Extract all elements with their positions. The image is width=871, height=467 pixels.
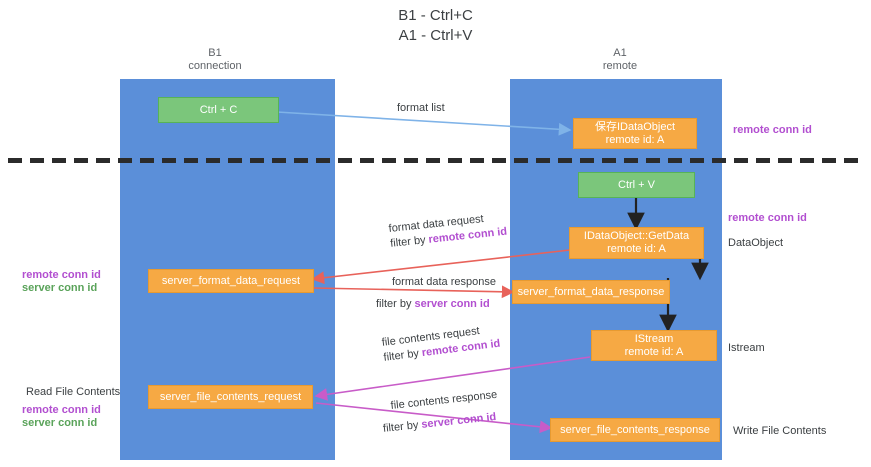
edge-label-format-data-request-group: format data request filter by remote con…: [388, 210, 508, 251]
server-format-data-response-box[interactable]: server_format_data_response: [512, 280, 670, 304]
annotation-write-file-contents: Write File Contents: [733, 425, 827, 437]
store-idataobject-box[interactable]: 保存IDataObject remote id: A: [573, 118, 697, 149]
filter-key-server-conn-id: server conn id: [420, 411, 497, 431]
idataobject-getdata-box[interactable]: IDataObject::GetData remote id: A: [569, 227, 704, 259]
filter-prefix: filter by: [382, 347, 423, 364]
edge-label-file-contents-response: file contents response: [390, 388, 498, 412]
annotation-remote-conn-id-top: remote conn id: [733, 124, 812, 136]
annotation-left-remote-conn-id-2: remote conn id: [22, 404, 101, 416]
lane-header-a1: A1 remote: [602, 47, 638, 72]
edge-filter-file-contents-response: filter by server conn id: [382, 410, 500, 436]
annotation-istream: Istream: [728, 342, 765, 354]
annotation-left-server-conn-id: server conn id: [22, 282, 98, 294]
edge-label-file-contents-response-group: file contents response filter by server …: [382, 388, 500, 435]
ctrl-v-box[interactable]: Ctrl + V: [578, 172, 695, 198]
edge-label-format-data-response: format data response: [392, 276, 496, 288]
edge-label-file-contents-request-group: file contents request filter by remote c…: [381, 322, 501, 365]
phase-divider: [8, 158, 866, 163]
edge-label-format-data-response-group: format data response filter by server co…: [376, 275, 496, 311]
edge-filter-format-data-response: filter by server conn id: [376, 297, 496, 311]
annotation-read-file-contents: Read File Contents: [26, 386, 121, 398]
server-format-data-request-box[interactable]: server_format_data_request: [148, 269, 314, 293]
filter-prefix: filter by: [382, 418, 423, 435]
filter-key-server-conn-id: server conn id: [414, 298, 490, 310]
ctrl-c-box[interactable]: Ctrl + C: [158, 97, 279, 123]
annotation-left-server-conn-id-2: server conn id: [22, 417, 98, 429]
server-file-contents-request-box[interactable]: server_file_contents_request: [148, 385, 313, 409]
annotation-left-remote-conn-id: remote conn id: [22, 269, 101, 281]
annotation-dataobject: DataObject: [728, 237, 784, 249]
page-title: B1 - Ctrl+C A1 - Ctrl+V: [398, 7, 473, 44]
istream-box[interactable]: IStream remote id: A: [591, 330, 717, 361]
filter-prefix: filter by: [376, 298, 415, 310]
lane-header-b1: B1 connection: [188, 47, 242, 72]
annotation-remote-conn-id-mid: remote conn id: [728, 212, 807, 224]
edge-label-format-list: format list: [397, 102, 445, 114]
server-file-contents-response-box[interactable]: server_file_contents_response: [550, 418, 720, 442]
filter-prefix: filter by: [389, 233, 430, 250]
